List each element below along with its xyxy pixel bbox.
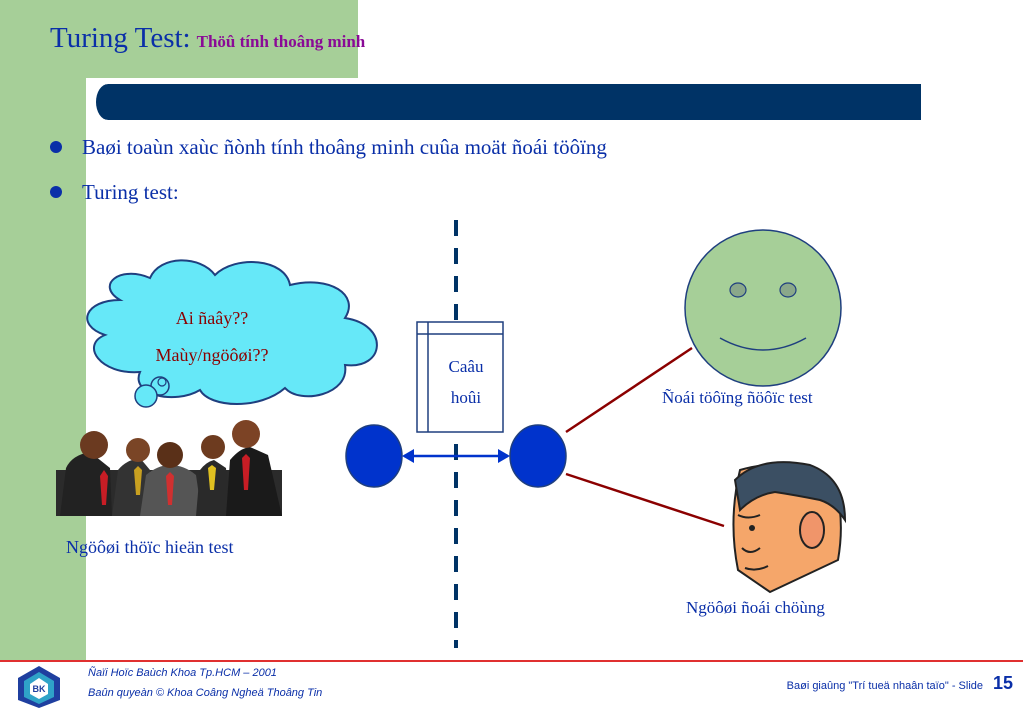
bullet-item-1: Baøi toaùn xaùc ñònh tính thoâng minh cu… [50,135,607,160]
green-top-band [86,0,358,78]
double-arrow-icon [402,449,510,463]
green-side-band [0,0,86,660]
cloud-text-line1: Ai ñaây?? [176,308,248,328]
footer-university: Ñaïi Hoïc Baùch Khoa Tp.HCM – 2001 [88,667,277,679]
question-text-line1: Caâu [449,357,484,376]
title-main: Turing Test: [50,22,191,54]
test-object-label: Ñoái töôïng ñöôïc test [662,388,813,407]
footer-course-credit: Baøi giaûng "Trí tueä nhaân taïo" - Slid… [786,680,983,692]
title-subtitle: Thöû tính thoâng minh [196,32,366,51]
bullet-text: Baøi toaùn xaùc ñònh tính thoâng minh cu… [82,135,607,159]
testers-group-icon [56,420,282,516]
person-head-icon [732,461,847,594]
footer-divider [0,660,1023,662]
bullet-text: Turing test: [82,180,179,204]
tester-label: Ngöôøi thöïc hieän test [66,537,234,557]
cloud-text-line2: Maùy/ngöôøi?? [156,345,269,365]
bk-logo-icon: BK [18,666,60,708]
link-to-object-line [565,346,693,434]
control-person-label: Ngöôøi ñoái chöùng [686,598,825,617]
responder-node [509,424,567,488]
question-text-line2: hoûi [451,388,482,407]
slide-number: 15 [992,673,1013,693]
bullet-item-2: Turing test: [50,180,179,205]
slide-title: Turing Test: Thöû tính thoâng minh [50,22,365,55]
bullet-dot [50,186,62,199]
link-to-person-line [565,472,725,528]
tester-node [345,424,403,488]
smiley-face-icon [684,229,842,387]
turing-test-diagram: Ai ñaây?? Maùy/ngöôøi?? Caâu hoûi [56,220,847,648]
footer-copyright: Baûn quyeàn © Khoa Coâng Ngheä Thoâng Ti… [88,687,323,699]
thought-cloud-icon [86,259,378,408]
title-bar [90,84,921,120]
question-book-icon [416,321,504,433]
logo-text: BK [33,684,46,694]
bullet-dot [50,141,62,154]
